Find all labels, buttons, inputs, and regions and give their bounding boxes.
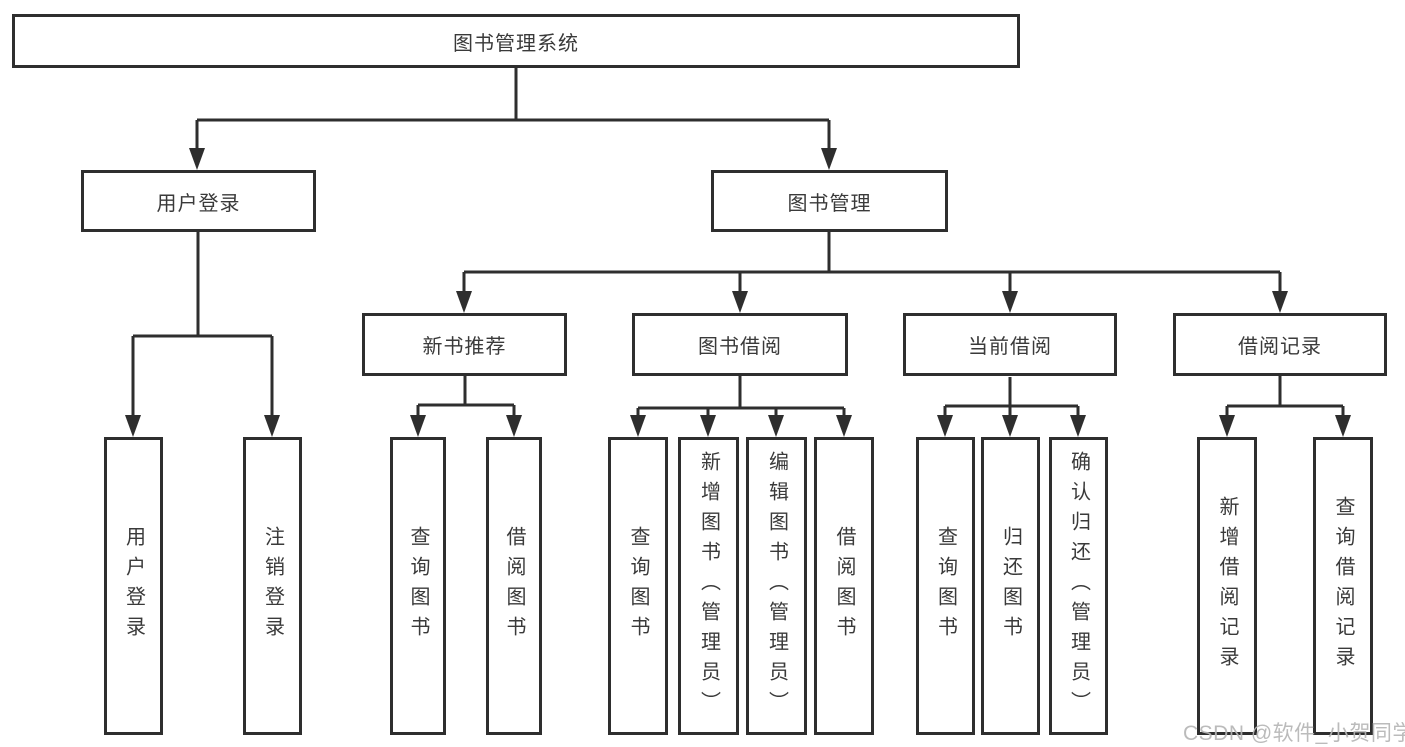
leaf-borrow-books-recommend: 借阅图书: [486, 437, 542, 735]
node-book-borrowing: 图书借阅: [632, 313, 848, 376]
leaf-user-login: 用户登录: [104, 437, 163, 735]
leaf-confirm-return-admin-label: 确认归还（管理员）: [1067, 451, 1090, 721]
leaf-query-borrow-record: 查询借阅记录: [1313, 437, 1373, 735]
node-root: 图书管理系统: [12, 14, 1020, 68]
leaf-query-books-recommend-label: 查询图书: [407, 526, 429, 646]
node-user-login-label: 用户登录: [156, 192, 241, 215]
leaf-add-borrow-record: 新增借阅记录: [1197, 437, 1257, 735]
node-current-borrowing-label: 当前借阅: [968, 336, 1052, 358]
node-user-login: 用户登录: [81, 170, 316, 232]
leaf-borrow-books-borrowing-label: 借阅图书: [833, 526, 855, 646]
leaf-edit-books-admin: 编辑图书（管理员）: [746, 437, 807, 735]
node-current-borrowing: 当前借阅: [903, 313, 1117, 376]
leaf-query-books-current: 查询图书: [916, 437, 975, 735]
node-book-management: 图书管理: [711, 170, 948, 232]
leaf-return-books-label: 归还图书: [999, 526, 1022, 646]
node-book-management-label: 图书管理: [787, 192, 872, 215]
node-root-label: 图书管理系统: [453, 32, 579, 55]
leaf-logout-label: 注销登录: [261, 526, 284, 646]
leaf-query-books-borrowing-label: 查询图书: [627, 526, 649, 646]
leaf-query-books-current-label: 查询图书: [934, 526, 957, 646]
node-new-book-recommend: 新书推荐: [362, 313, 567, 376]
leaf-query-borrow-record-label: 查询借阅记录: [1332, 496, 1354, 676]
leaf-add-books-admin-label: 新增图书（管理员）: [697, 451, 720, 721]
node-borrowing-records: 借阅记录: [1173, 313, 1387, 376]
leaf-add-books-admin: 新增图书（管理员）: [678, 437, 739, 735]
leaf-user-login-label: 用户登录: [122, 526, 145, 646]
node-book-borrowing-label: 图书借阅: [698, 336, 782, 358]
leaf-add-borrow-record-label: 新增借阅记录: [1216, 496, 1238, 676]
node-new-book-recommend-label: 新书推荐: [422, 336, 507, 358]
csdn-watermark: CSDN @软件_小贺同学: [1183, 722, 1405, 745]
leaf-borrow-books-recommend-label: 借阅图书: [503, 526, 525, 646]
leaf-logout: 注销登录: [243, 437, 302, 735]
node-borrowing-records-label: 借阅记录: [1238, 336, 1322, 358]
leaf-borrow-books-borrowing: 借阅图书: [814, 437, 874, 735]
leaf-edit-books-admin-label: 编辑图书（管理员）: [765, 451, 788, 721]
leaf-query-books-borrowing: 查询图书: [608, 437, 668, 735]
leaf-query-books-recommend: 查询图书: [390, 437, 446, 735]
leaf-confirm-return-admin: 确认归还（管理员）: [1049, 437, 1108, 735]
leaf-return-books: 归还图书: [981, 437, 1040, 735]
